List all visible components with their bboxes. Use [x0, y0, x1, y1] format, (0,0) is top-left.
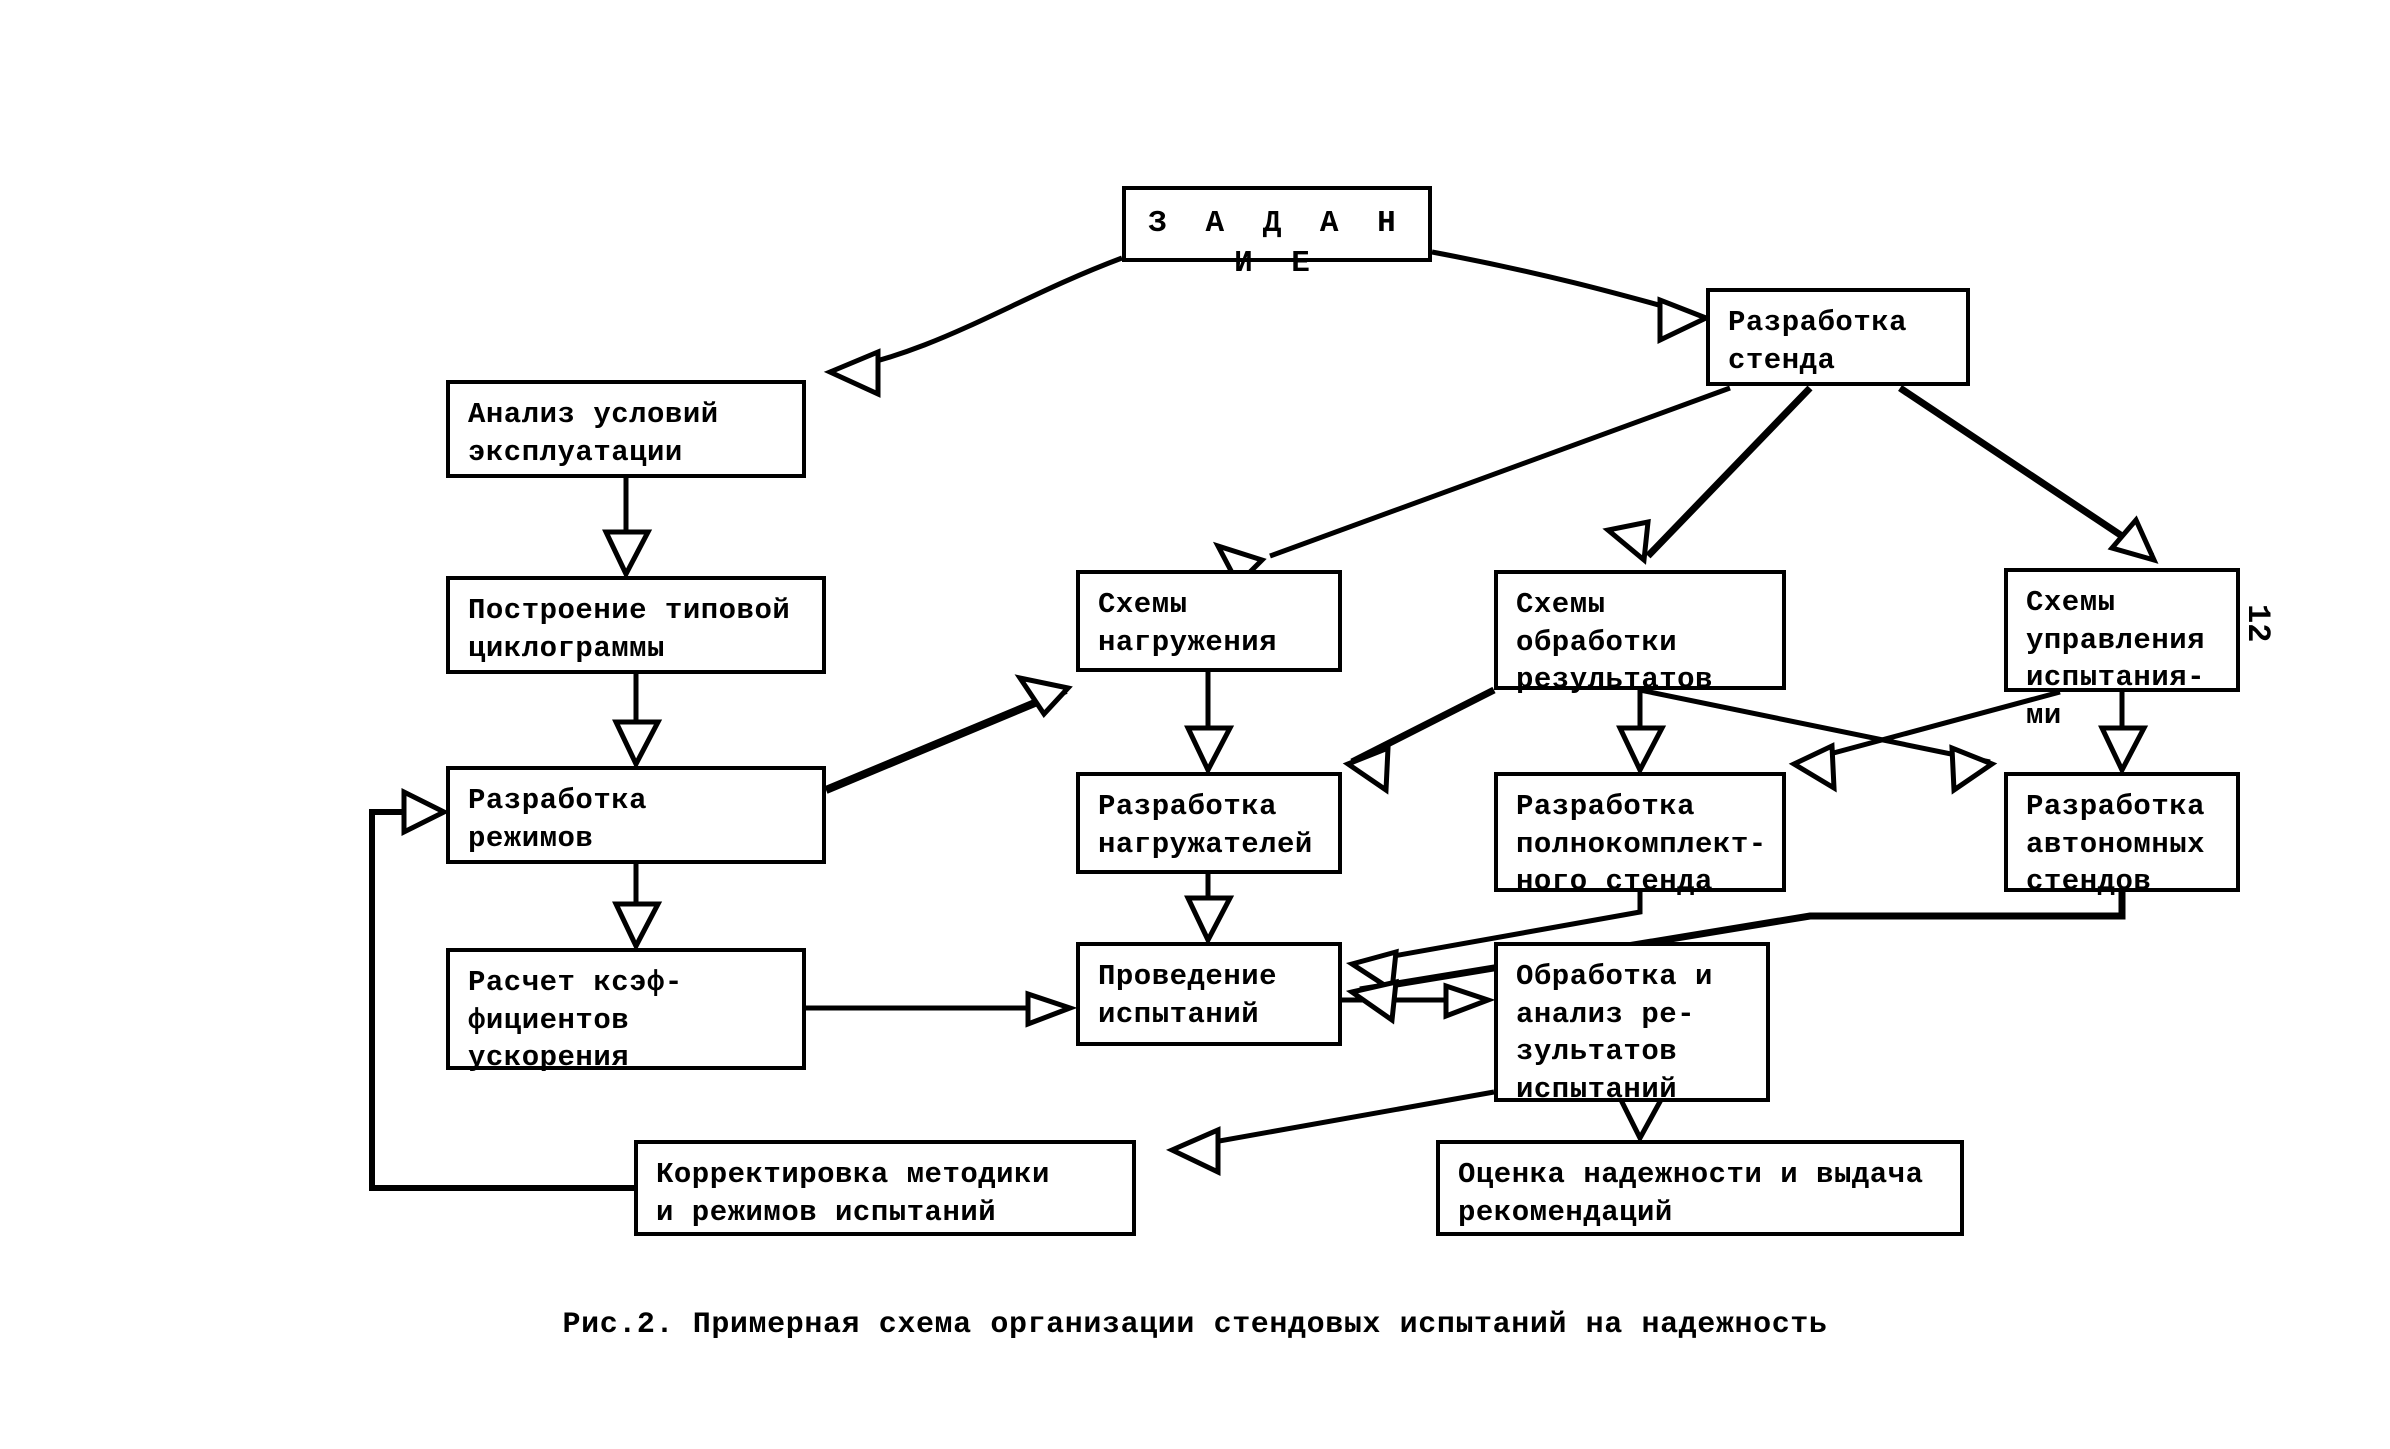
node-shemy-obrabotki-rezultatov: Схемы обработки результатов [1494, 570, 1786, 696]
page-number: 12 [2239, 604, 2276, 643]
node-razrabotka-stenda: Разработка стенда [1706, 288, 1970, 386]
node-korrektirovka-metodiki-i-rezhimov: Корректировка методики и режимов испытан… [634, 1140, 1136, 1236]
node-razrabotka-rezhimov: Разработка режимов [446, 766, 826, 864]
node-razrabotka-nagruzhatelej: Разработка нагружателей [1076, 772, 1342, 874]
node-postroenie-tipovoj-ciklogrammy: Построение типовой циклограммы [446, 576, 826, 674]
figure-caption: Рис.2. Примерная схема организации стенд… [562, 1308, 1828, 1342]
node-analiz-uslovij-ekspluatacii: Анализ условий эксплуатации [446, 380, 806, 478]
node-razrabotka-avtonomnyh-stendov: Разработка автономных стендов [2004, 772, 2240, 898]
node-shemy-nagruzheniya: Схемы нагружения [1076, 570, 1342, 672]
node-shemy-upravleniya-ispytaniyami: Схемы управления испытания- ми [2004, 568, 2240, 732]
node-zadanie: З А Д А Н И Е [1122, 186, 1432, 281]
node-razrabotka-polnokomplektnogo-stenda: Разработка полнокомплект- ного стенда [1494, 772, 1786, 898]
node-ocenka-nadezhnosti-i-vydacha-rekomendacij: Оценка надежности и выдача рекомендаций [1436, 1140, 1964, 1236]
node-provedenie-ispytanij: Проведение испытаний [1076, 942, 1342, 1046]
node-obrabotka-i-analiz-rezultatov-ispytanij: Обработка и анализ ре- зультатов испытан… [1494, 942, 1770, 1106]
node-raschet-koefficientov-uskoreniya: Расчет ксэф- фициентов ускорения [446, 948, 806, 1074]
